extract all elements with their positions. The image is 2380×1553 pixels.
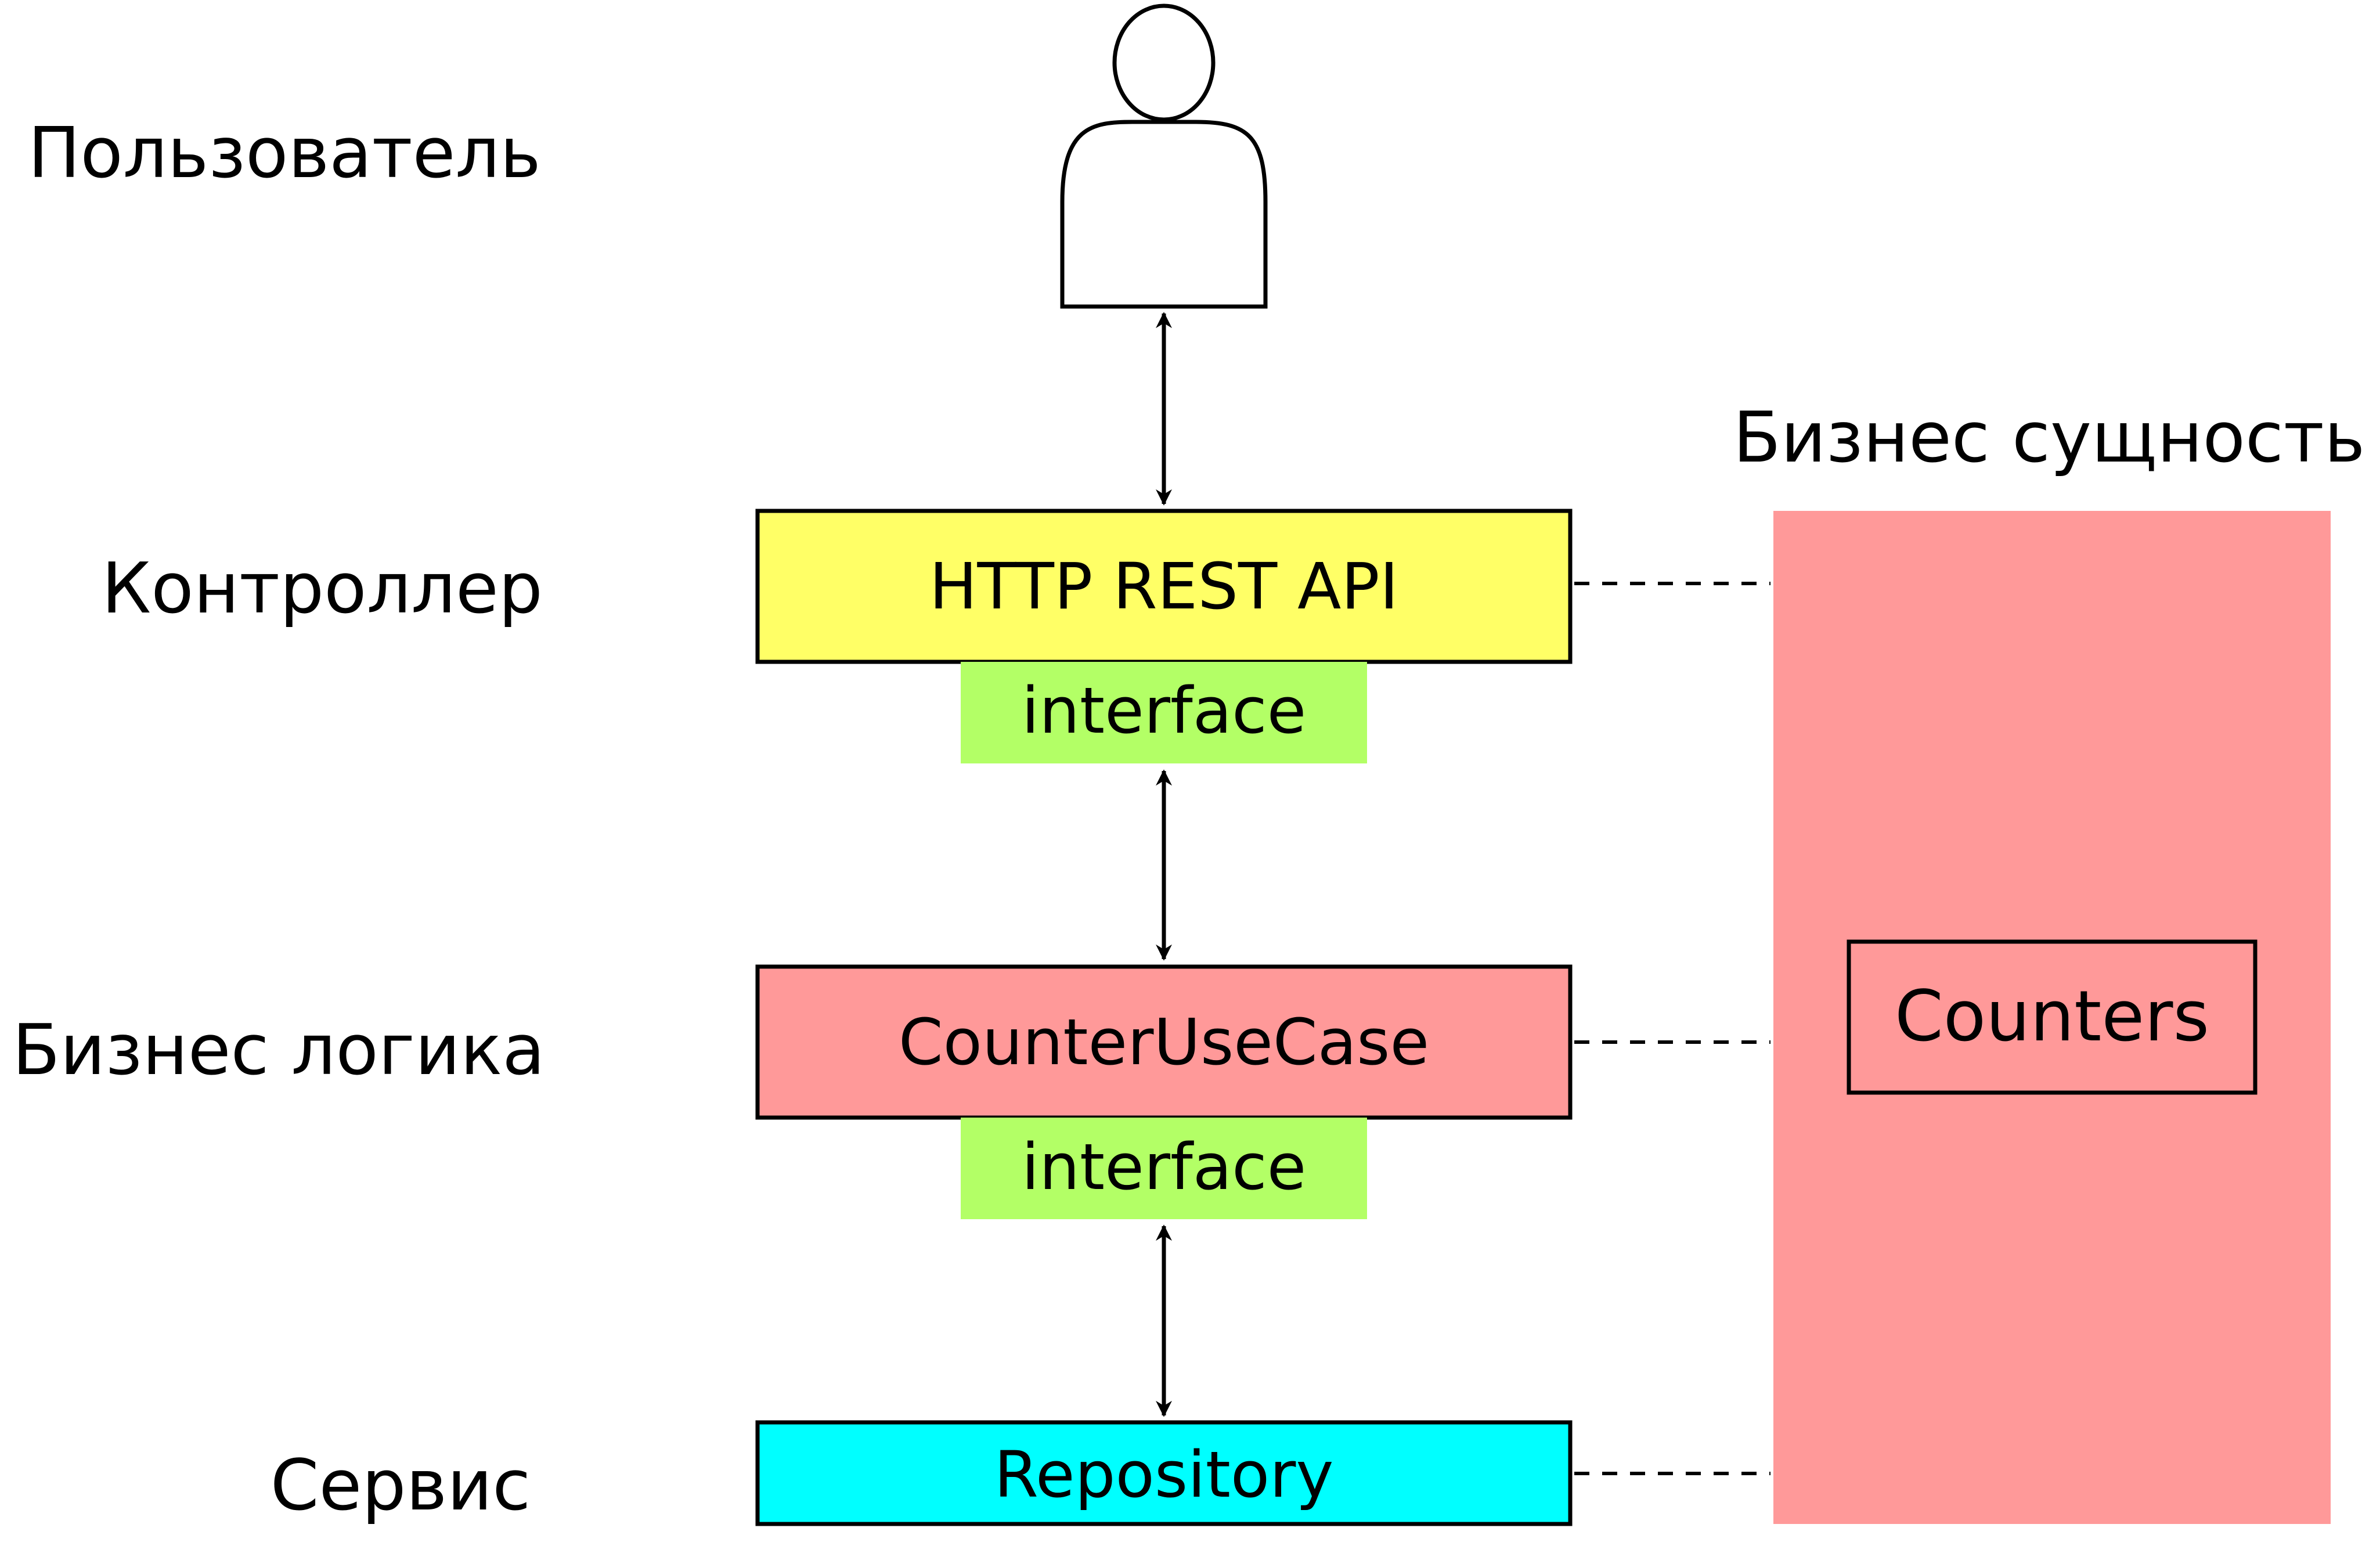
interface-box-1 xyxy=(961,662,1367,763)
usecase-box xyxy=(755,964,1573,1120)
repository-box xyxy=(755,1420,1573,1526)
interface-label-1: interface xyxy=(1022,673,1307,748)
controller-box xyxy=(755,509,1573,664)
layer-label-controller: Контроллер xyxy=(102,549,543,629)
layer-label-service: Сервис xyxy=(271,1446,531,1526)
controller-box-label: HTTP REST API xyxy=(929,549,1398,624)
usecase-box-label: CounterUseCase xyxy=(899,1005,1429,1079)
layer-label-business-logic: Бизнес логика xyxy=(12,1010,545,1091)
person-icon xyxy=(1060,3,1268,309)
repository-box-label: Repository xyxy=(994,1437,1334,1512)
entity-panel xyxy=(1773,511,2331,1524)
interface-label-2: interface xyxy=(1022,1130,1307,1204)
entity-item-label: Counters xyxy=(1895,977,2209,1057)
interface-box-2 xyxy=(961,1118,1367,1219)
entity-item-box xyxy=(1847,939,2258,1095)
entity-title: Бизнес сущность xyxy=(1733,398,2365,478)
layer-label-user: Пользователь xyxy=(28,113,541,194)
